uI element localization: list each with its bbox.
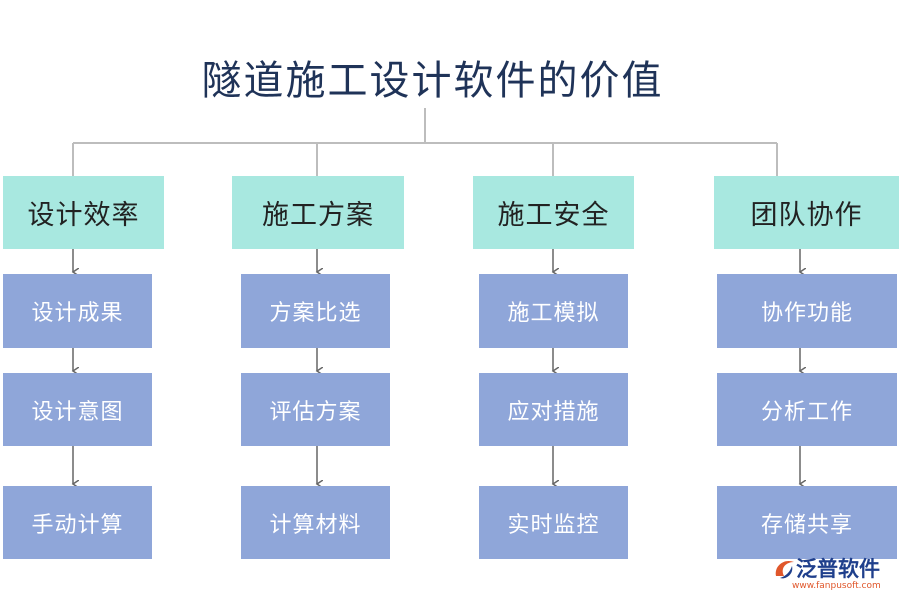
- column-item: 设计成果: [3, 274, 152, 348]
- column-heading: 设计效率: [3, 176, 164, 249]
- column-item: 手动计算: [3, 486, 152, 559]
- column-item: 方案比选: [241, 274, 390, 348]
- column-item: 存储共享: [717, 486, 897, 559]
- column-heading: 施工安全: [473, 176, 634, 249]
- logo-url: www.fanpusoft.com: [792, 581, 881, 591]
- logo-name: 泛普软件: [796, 557, 880, 581]
- column-item: 设计意图: [3, 373, 152, 446]
- column-item: 实时监控: [479, 486, 628, 559]
- column-heading: 团队协作: [714, 176, 899, 249]
- brand-logo: 泛普软件 www.fanpusoft.com: [772, 552, 897, 596]
- column-item: 应对措施: [479, 373, 628, 446]
- diagram-title: 隧道施工设计软件的价值: [201, 58, 664, 104]
- column-heading: 施工方案: [232, 176, 404, 249]
- logo-swirl-icon: [775, 560, 794, 579]
- column-item: 施工模拟: [479, 274, 628, 348]
- column-item: 协作功能: [717, 274, 897, 348]
- column-item: 计算材料: [241, 486, 390, 559]
- column-item: 分析工作: [717, 373, 897, 446]
- column-item: 评估方案: [241, 373, 390, 446]
